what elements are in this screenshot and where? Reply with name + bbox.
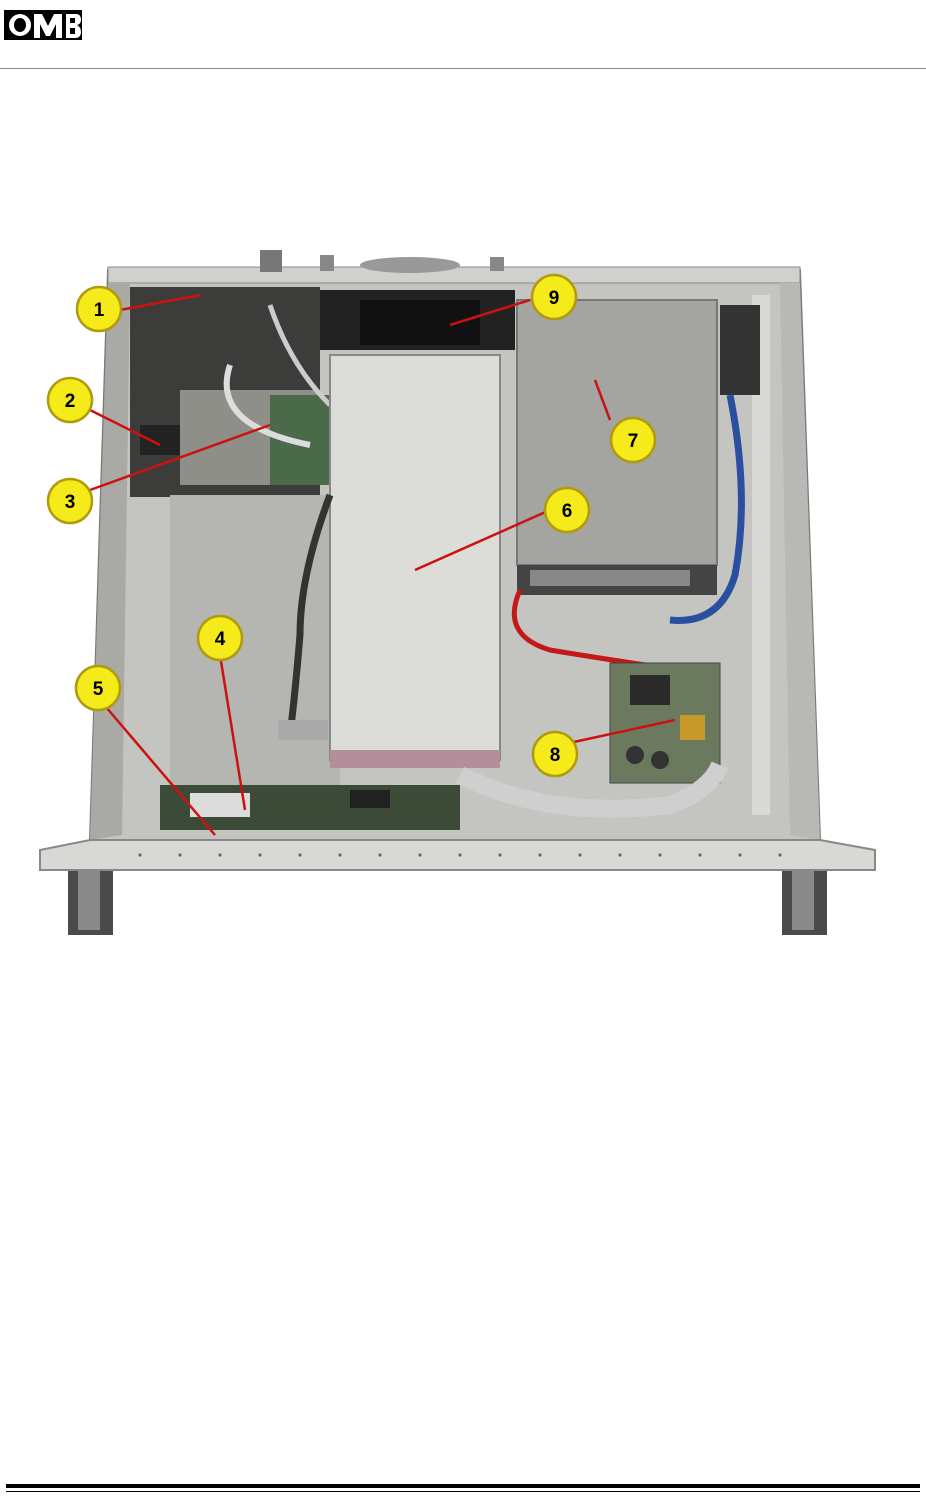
front-panel	[40, 840, 875, 870]
callout-label-7: 7	[628, 431, 639, 452]
callout-2: 2	[48, 378, 92, 422]
callout-4: 4	[198, 616, 242, 660]
callout-label-6: 6	[562, 501, 573, 522]
omb-logo	[4, 8, 82, 42]
footer-rule-thin	[6, 1491, 920, 1492]
header-rule	[0, 68, 926, 69]
callout-label-2: 2	[65, 391, 76, 412]
equipment-photo: 1 2 3 4 5 6 7 8 9	[30, 245, 880, 940]
callout-1: 1	[77, 287, 121, 331]
callout-8: 8	[533, 732, 577, 776]
callout-label-8: 8	[550, 745, 561, 766]
callout-label-9: 9	[549, 288, 560, 309]
callout-9: 9	[532, 275, 576, 319]
callout-6: 6	[545, 488, 589, 532]
callout-7: 7	[611, 418, 655, 462]
footer-rule	[6, 1484, 920, 1488]
rf-amplifier-module	[330, 355, 500, 760]
callout-label-3: 3	[65, 492, 76, 513]
callout-label-5: 5	[93, 679, 104, 700]
callout-label-1: 1	[94, 300, 105, 321]
callout-5: 5	[76, 666, 120, 710]
callout-3: 3	[48, 479, 92, 523]
callout-label-4: 4	[215, 629, 226, 650]
